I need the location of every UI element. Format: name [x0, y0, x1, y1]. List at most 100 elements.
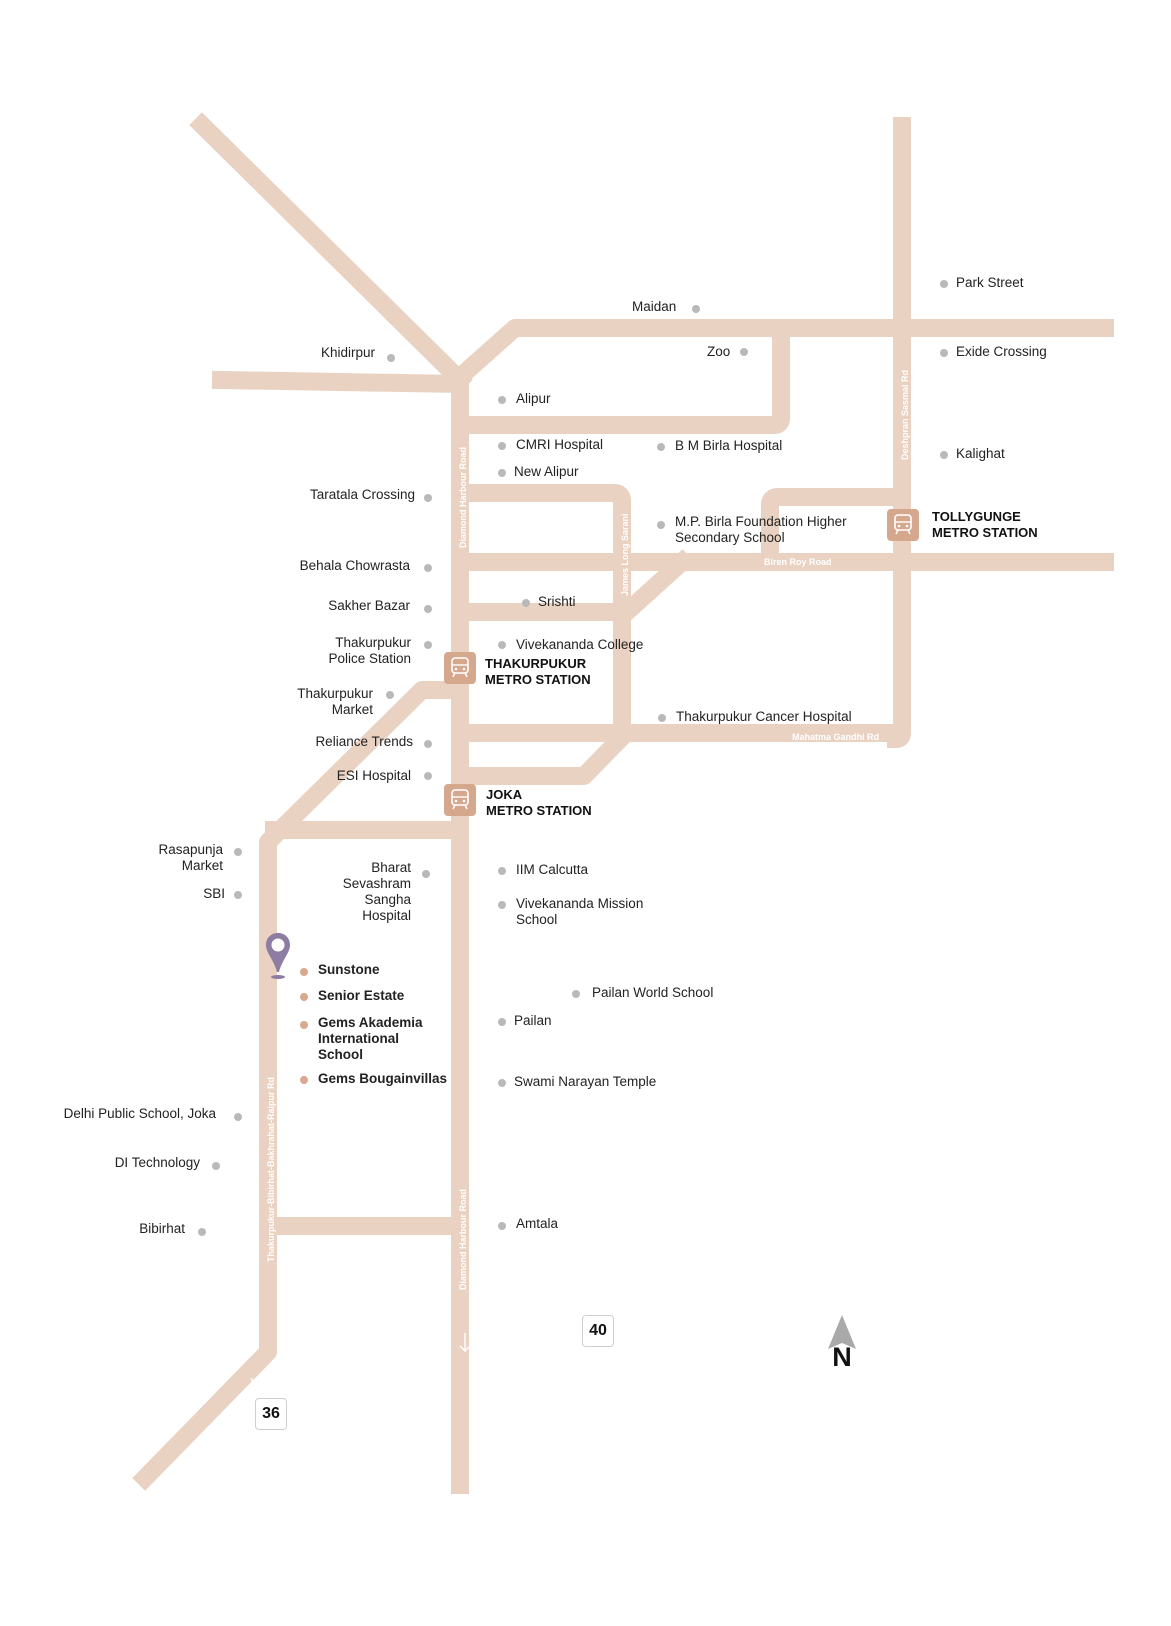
location-pin-icon: [265, 932, 291, 985]
highway-shield-36: 36: [255, 1398, 287, 1430]
landmark-swami-narayan: Swami Narayan Temple: [514, 1074, 657, 1089]
landmark-thakurpukur-cancer: Thakurpukur Cancer Hospital: [676, 709, 852, 724]
landmark-vivekananda-mission: Vivekananda Mission School: [516, 896, 643, 928]
metro-tollygunge-badge: [887, 509, 919, 541]
metro-joka-label: JOKA METRO STATION: [486, 787, 592, 819]
landmark-dot: [522, 599, 530, 607]
landmark-dot: [424, 772, 432, 780]
landmark-dps-joka: Delhi Public School, Joka: [63, 1106, 216, 1121]
landmark-dot: [498, 1222, 506, 1230]
north-arrow-icon: [828, 1315, 856, 1349]
landmark-dot: [498, 1018, 506, 1026]
label-james-long: James Long Sarani: [620, 513, 630, 596]
landmark-dot: [498, 641, 506, 649]
landmark-maidan: Maidan: [632, 299, 677, 314]
landmark-srishti: Srishti: [538, 594, 576, 609]
landmark-dot: [740, 348, 748, 356]
landmark-bharat-line4: Hospital: [362, 908, 411, 923]
landmark-dot: [498, 867, 506, 875]
road-zoo-loop: [451, 329, 790, 434]
train-icon: [894, 514, 912, 535]
landmark-thakurpukur-market-line2: Market: [331, 702, 373, 717]
label-deshpran: Deshpran Sasmal Rd: [900, 370, 910, 460]
landmark-dot: [424, 564, 432, 572]
project-gems-line3: School: [318, 1047, 364, 1062]
road-tollygunge-spur: [761, 488, 901, 554]
landmark-bharat-line1: Bharat: [371, 860, 411, 875]
landmark-zoo: Zoo: [707, 344, 731, 359]
project-gems-line2: International: [318, 1031, 400, 1046]
label-diamond-harbour-north: Diamond Harbour Road: [458, 447, 468, 548]
metro-joka-badge: [444, 784, 476, 816]
label-diamond-harbour-south: Diamond Harbour Road: [458, 1189, 468, 1290]
landmark-dot: [572, 990, 580, 998]
landmark-dot: [498, 396, 506, 404]
landmark-behala: Behala Chowrasta: [299, 558, 410, 573]
landmark-dot: [386, 691, 394, 699]
landmark-dot: [424, 494, 432, 502]
landmark-vivekananda-mission-line2: School: [516, 912, 558, 927]
landmark-rasapunja-line1: Rasapunja: [158, 842, 223, 857]
landmark-thakurpukur-police-line2: Police Station: [328, 651, 411, 666]
landmark-vivekananda-mission-line1: Vivekananda Mission: [516, 896, 644, 911]
landmark-dot: [387, 354, 395, 362]
landmark-dot: [212, 1162, 220, 1170]
road-esi-loop: [451, 722, 637, 785]
landmark-exide: Exide Crossing: [956, 344, 1047, 359]
landmark-dot: [498, 1079, 506, 1087]
landmark-bharat: Bharat Sevashram Sangha Hospital: [320, 860, 411, 924]
landmark-sakher: Sakher Bazar: [328, 598, 410, 613]
landmark-thakurpukur-market: Thakurpukur Market: [270, 686, 373, 718]
metro-thakurpukur-label: THAKURPUKUR METRO STATION: [485, 656, 591, 688]
landmark-dot: [658, 714, 666, 722]
landmark-mp-birla-line2: Secondary School: [675, 530, 785, 545]
landmark-dot: [424, 740, 432, 748]
landmark-dot: [422, 870, 430, 878]
landmark-dot: [424, 605, 432, 613]
landmark-dot: [424, 641, 432, 649]
landmark-taratala: Taratala Crossing: [309, 487, 415, 502]
metro-thakurpukur-line1: THAKURPUKUR: [485, 656, 587, 671]
label-biren-roy: Biren Roy Road: [764, 557, 832, 567]
project-gems-akademia: Gems Akademia International School: [318, 1015, 423, 1063]
landmark-thakurpukur-police: Thakurpukur Police Station: [300, 635, 411, 667]
arrow-south-icon: [459, 1333, 471, 1352]
metro-tollygunge-line1: TOLLYGUNGE: [932, 509, 1021, 524]
landmark-vivekananda-college: Vivekananda College: [516, 637, 644, 652]
landmark-thakurpukur-market-line1: Thakurpukur: [297, 686, 373, 701]
project-dot: [300, 993, 308, 1001]
project-sunstone: Sunstone: [318, 962, 380, 977]
landmark-bharat-line3: Sangha: [364, 892, 411, 907]
landmark-dot: [940, 349, 948, 357]
highway-shield-40: 40: [582, 1315, 614, 1347]
landmark-kalighat: Kalighat: [956, 446, 1005, 461]
arrow-southwest-icon: [251, 1374, 262, 1385]
landmark-dot: [498, 469, 506, 477]
landmark-mp-birla: M.P. Birla Foundation Higher Secondary S…: [675, 514, 847, 546]
project-dot: [300, 1076, 308, 1084]
landmark-khidirpur: Khidirpur: [320, 345, 375, 360]
landmark-dot: [234, 848, 242, 856]
landmark-dot: [692, 305, 700, 313]
road-james-long: [451, 484, 631, 742]
road-ml-gupta: [617, 549, 695, 622]
landmark-park-street: Park Street: [956, 275, 1024, 290]
road-northwest-diagonal: [189, 112, 473, 393]
project-dot: [300, 968, 308, 976]
landmark-reliance: Reliance Trends: [315, 734, 413, 749]
metro-tollygunge-line2: METRO STATION: [932, 525, 1038, 540]
landmark-rasapunja: Rasapunja Market: [130, 842, 223, 874]
landmark-esi: ESI Hospital: [336, 768, 411, 783]
landmark-dot: [657, 521, 665, 529]
landmark-alipur: Alipur: [516, 391, 551, 406]
landmark-pailan-world: Pailan World School: [592, 985, 714, 1000]
road-khidirpur: [211, 370, 470, 394]
landmark-bibirhat: Bibirhat: [139, 1221, 185, 1236]
landmark-dl-technology: DI Technology: [114, 1155, 200, 1170]
metro-joka-line1: JOKA: [486, 787, 523, 802]
project-senior-estate: Senior Estate: [318, 988, 405, 1003]
project-gems-bougainvillas: Gems Bougainvillas: [318, 1071, 448, 1086]
landmark-iim: IIM Calcutta: [516, 862, 589, 877]
road-thakurpukur-market: [132, 681, 469, 1491]
